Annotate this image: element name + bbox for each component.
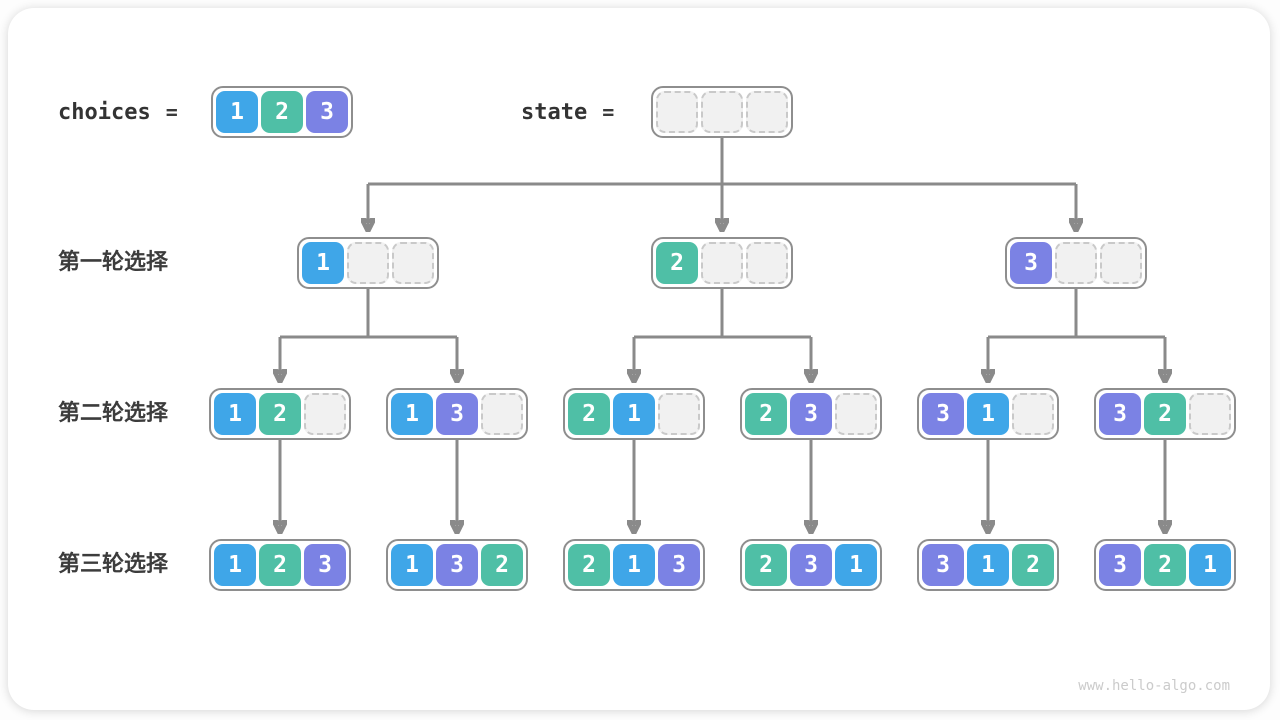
- choice-cell-2: 2: [481, 544, 523, 586]
- choice-cell-1: 1: [967, 393, 1009, 435]
- empty-cell: [658, 393, 700, 435]
- choice-cell-2: 2: [568, 393, 610, 435]
- empty-cell: [656, 91, 698, 133]
- empty-cell: [746, 91, 788, 133]
- choice-cell-2: 2: [259, 544, 301, 586]
- empty-cell: [347, 242, 389, 284]
- choice-cell-1: 1: [302, 242, 344, 284]
- state-equals: =: [602, 100, 615, 124]
- choice-cell-3: 3: [922, 544, 964, 586]
- choice-cell-2: 2: [259, 393, 301, 435]
- choice-cell-1: 1: [613, 393, 655, 435]
- choices-equals: =: [165, 100, 178, 124]
- row-label-round-3: 第三轮选择: [58, 552, 169, 577]
- state-label: state: [521, 99, 588, 125]
- empty-cell: [1012, 393, 1054, 435]
- choices-label-group: choices =: [58, 86, 178, 138]
- state-label-group: state =: [521, 86, 614, 138]
- empty-cell: [746, 242, 788, 284]
- choice-cell-1: 1: [391, 544, 433, 586]
- empty-cell: [701, 242, 743, 284]
- state-box: [651, 86, 793, 138]
- state-node-r1-2: 2: [651, 237, 793, 289]
- choice-cell-3: 3: [304, 544, 346, 586]
- choice-cell-2: 2: [656, 242, 698, 284]
- choice-cell-3: 3: [790, 393, 832, 435]
- choices-label: choices: [58, 99, 151, 125]
- choice-cell-1: 1: [214, 544, 256, 586]
- choice-cell-1: 1: [613, 544, 655, 586]
- row-label-round-2: 第二轮选择: [58, 401, 169, 426]
- choice-cell-3: 3: [922, 393, 964, 435]
- empty-cell: [392, 242, 434, 284]
- empty-cell: [835, 393, 877, 435]
- watermark: www.hello-algo.com: [1078, 678, 1230, 694]
- empty-cell: [1055, 242, 1097, 284]
- choice-cell-2: 2: [1144, 393, 1186, 435]
- empty-cell: [481, 393, 523, 435]
- choice-cell-2: 2: [1012, 544, 1054, 586]
- choice-cell-3: 3: [790, 544, 832, 586]
- choice-cell-2: 2: [261, 91, 303, 133]
- choice-cell-2: 2: [1144, 544, 1186, 586]
- choice-cell-2: 2: [745, 544, 787, 586]
- empty-cell: [1100, 242, 1142, 284]
- choice-cell-3: 3: [658, 544, 700, 586]
- choice-cell-3: 3: [436, 544, 478, 586]
- choice-cell-3: 3: [1099, 544, 1141, 586]
- choice-cell-3: 3: [306, 91, 348, 133]
- state-node-r1-1: 1: [297, 237, 439, 289]
- choice-cell-1: 1: [967, 544, 1009, 586]
- state-node-r1-3: 3: [1005, 237, 1147, 289]
- choice-cell-1: 1: [214, 393, 256, 435]
- choice-cell-3: 3: [1010, 242, 1052, 284]
- choice-cell-1: 1: [391, 393, 433, 435]
- choice-cell-1: 1: [835, 544, 877, 586]
- choice-cell-3: 3: [1099, 393, 1141, 435]
- empty-cell: [1189, 393, 1231, 435]
- choice-cell-3: 3: [436, 393, 478, 435]
- empty-cell: [701, 91, 743, 133]
- choice-cell-1: 1: [1189, 544, 1231, 586]
- empty-cell: [304, 393, 346, 435]
- row-label-round-1: 第一轮选择: [58, 250, 169, 275]
- choice-cell-2: 2: [745, 393, 787, 435]
- choice-cell-1: 1: [216, 91, 258, 133]
- choice-cell-2: 2: [568, 544, 610, 586]
